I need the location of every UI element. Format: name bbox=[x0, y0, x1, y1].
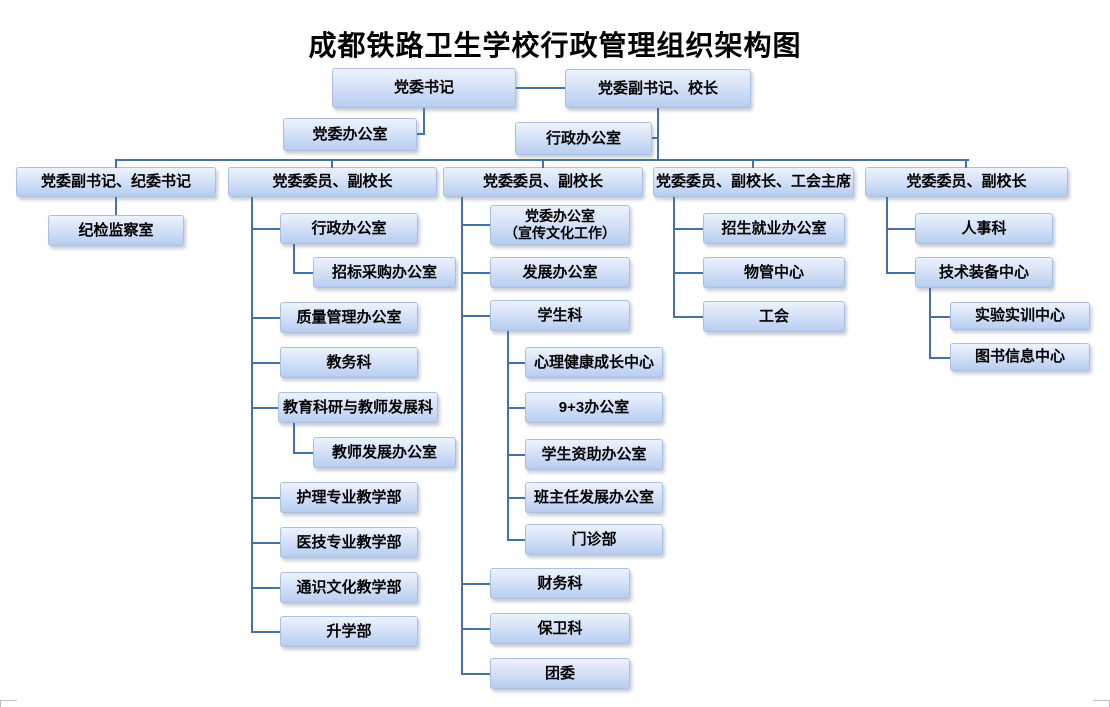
node-nine-plus-three-office: 9+3办公室 bbox=[525, 392, 663, 423]
connector-line bbox=[115, 159, 117, 168]
page-title: 成都铁路卫生学校行政管理组织架构图 bbox=[308, 30, 802, 61]
connector-line bbox=[251, 587, 280, 589]
connector-line bbox=[423, 108, 425, 135]
node-party-committee-office: 党委办公室 bbox=[283, 118, 417, 151]
node-technical-equipment-center: 技术装备中心 bbox=[915, 257, 1053, 288]
connector-line bbox=[251, 317, 280, 319]
connector-line bbox=[507, 539, 525, 541]
connector-line bbox=[251, 197, 253, 633]
connector-line bbox=[507, 362, 525, 364]
node-personnel-section: 人事科 bbox=[915, 213, 1053, 244]
connector-line bbox=[461, 583, 490, 585]
node-youth-league-committee: 团委 bbox=[490, 658, 630, 689]
connector-line bbox=[461, 272, 490, 274]
node-party-office-publicity: 党委办公室 （宣传文化工作） bbox=[490, 205, 630, 245]
connector-line bbox=[293, 272, 313, 274]
connector-line bbox=[652, 137, 659, 139]
connector-line bbox=[251, 631, 280, 633]
node-committee-member-vice-principal-2: 党委委员、副校长 bbox=[443, 167, 643, 197]
connector-line bbox=[929, 357, 950, 359]
connector-line bbox=[929, 316, 950, 318]
node-administrative-office-top: 行政办公室 bbox=[515, 122, 652, 155]
node-quality-management-office: 质量管理办公室 bbox=[280, 302, 418, 333]
node-labor-union: 工会 bbox=[703, 301, 845, 332]
node-clinic-dept: 门诊部 bbox=[525, 524, 663, 555]
node-party-secretary: 党委书记 bbox=[332, 68, 516, 108]
page-corner-mark bbox=[1093, 700, 1110, 707]
connector-line bbox=[657, 108, 659, 161]
node-class-teacher-dev-office: 班主任发展办公室 bbox=[525, 482, 663, 513]
connector-line bbox=[293, 244, 295, 274]
node-finance-section: 财务科 bbox=[490, 568, 630, 599]
connector-line bbox=[886, 272, 915, 274]
connector-line bbox=[251, 362, 280, 364]
node-administrative-office-2: 行政办公室 bbox=[280, 213, 418, 244]
node-committee-member-vice-principal-union-chair: 党委委员、副校长、工会主席 bbox=[653, 167, 854, 197]
connector-line bbox=[251, 228, 280, 230]
connector-line bbox=[115, 197, 117, 215]
node-party-office-publicity-line2: （宣传文化工作） bbox=[504, 225, 616, 241]
node-bidding-procurement-office: 招标采购办公室 bbox=[313, 257, 456, 288]
node-property-management-center: 物管中心 bbox=[703, 257, 845, 288]
connector-line bbox=[673, 272, 703, 274]
connector-line bbox=[293, 452, 313, 454]
node-nursing-teaching-dept: 护理专业教学部 bbox=[280, 482, 418, 513]
connector-line bbox=[461, 224, 490, 226]
connector-line bbox=[507, 454, 525, 456]
connector-line bbox=[673, 228, 703, 230]
node-student-aid-office: 学生资助办公室 bbox=[525, 439, 663, 470]
connector-line bbox=[331, 159, 333, 168]
connector-line bbox=[461, 197, 463, 675]
node-security-section: 保卫科 bbox=[490, 613, 630, 644]
connector-line bbox=[965, 159, 967, 168]
connector-line bbox=[461, 673, 490, 675]
node-committee-member-vice-principal-3: 党委委员、副校长 bbox=[865, 167, 1068, 197]
node-development-office: 发展办公室 bbox=[490, 257, 630, 288]
node-library-information-center: 图书信息中心 bbox=[950, 343, 1090, 371]
connector-line bbox=[507, 331, 509, 541]
node-party-office-publicity-line1: 党委办公室 bbox=[525, 207, 595, 224]
node-deputy-party-secretary-principal: 党委副书记、校长 bbox=[565, 69, 751, 108]
connector-line bbox=[886, 197, 888, 274]
node-mental-health-growth-center: 心理健康成长中心 bbox=[525, 347, 663, 378]
connector-line bbox=[507, 497, 525, 499]
connector-line bbox=[417, 133, 425, 135]
node-general-culture-teaching-dept: 通识文化教学部 bbox=[280, 572, 418, 603]
connector-line bbox=[752, 159, 754, 168]
connector-line bbox=[516, 87, 565, 89]
connector-line bbox=[251, 407, 278, 409]
node-education-research-teacher-dev: 教育科研与教师发展科 bbox=[278, 392, 438, 423]
connector-line bbox=[542, 159, 544, 168]
page-corner-mark bbox=[0, 700, 17, 707]
node-student-section: 学生科 bbox=[490, 300, 630, 331]
node-medical-tech-teaching-dept: 医技专业教学部 bbox=[280, 527, 418, 558]
connector-line bbox=[929, 288, 931, 359]
connector-line bbox=[251, 542, 280, 544]
node-academic-affairs-section: 教务科 bbox=[280, 347, 418, 378]
connector-line bbox=[251, 497, 280, 499]
node-teacher-development-office: 教师发展办公室 bbox=[313, 437, 456, 468]
connector-line bbox=[293, 423, 295, 454]
node-admissions-employment-office: 招生就业办公室 bbox=[703, 213, 845, 244]
connector-line bbox=[673, 197, 675, 318]
node-committee-member-vice-principal-1: 党委委员、副校长 bbox=[228, 167, 437, 197]
node-experiment-training-center: 实验实训中心 bbox=[950, 302, 1090, 330]
connector-line bbox=[507, 407, 525, 409]
connector-line bbox=[886, 228, 915, 230]
connector-line bbox=[673, 316, 703, 318]
connector-line bbox=[461, 628, 490, 630]
node-deputy-secretary-discipline-secretary: 党委副书记、纪委书记 bbox=[16, 167, 216, 197]
node-further-education-dept: 升学部 bbox=[280, 616, 418, 647]
connector-line bbox=[461, 315, 490, 317]
node-discipline-inspection-office: 纪检监察室 bbox=[48, 215, 184, 246]
